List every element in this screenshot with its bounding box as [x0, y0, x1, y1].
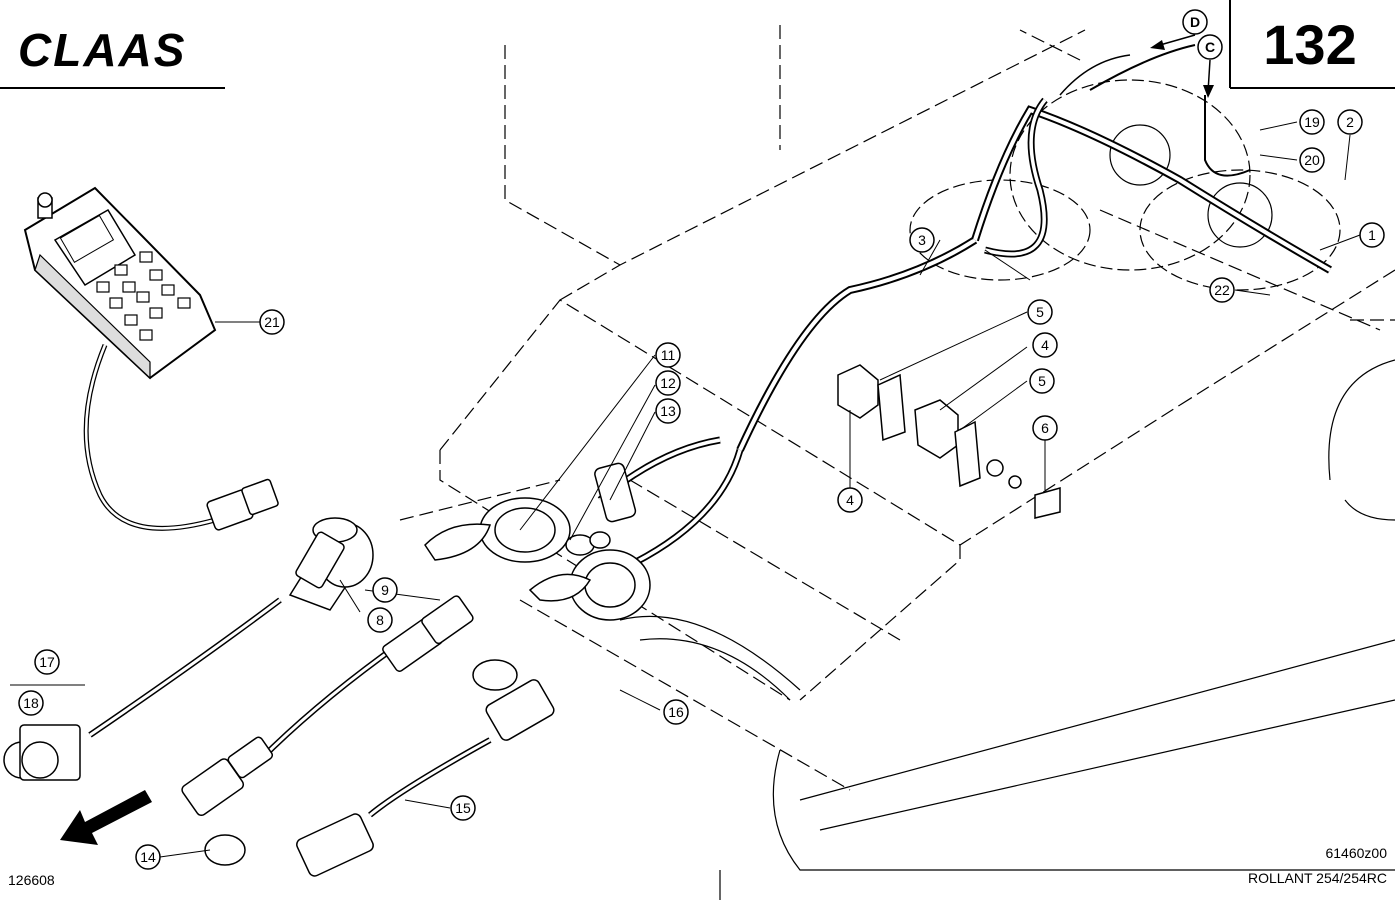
callout-12: 12 — [655, 370, 681, 396]
callout-label: 13 — [660, 403, 676, 419]
callout-label: 12 — [660, 375, 676, 391]
callout-label: 15 — [455, 800, 471, 816]
callout-5: 5 — [1029, 368, 1055, 394]
callout-21: 21 — [259, 309, 285, 335]
callout-5: 5 — [1027, 299, 1053, 325]
callout-3: 3 — [909, 227, 935, 253]
connection-letter-c: C — [1197, 34, 1223, 60]
machine-body — [619, 359, 1395, 900]
direction-arrow-icon — [60, 790, 152, 845]
callout-label: 3 — [918, 232, 926, 248]
callout-15: 15 — [450, 795, 476, 821]
callout-19: 19 — [1299, 109, 1325, 135]
terminal-unit-icon — [23, 186, 279, 531]
callout-label: 11 — [661, 347, 676, 363]
callout-6: 6 — [1032, 415, 1058, 441]
model-name: ROLLANT 254/254RC — [1247, 870, 1387, 886]
socket-connector — [288, 517, 374, 611]
callout-17: 17 — [34, 649, 60, 675]
wire-harness — [88, 44, 1332, 818]
rotor-outlines — [909, 79, 1341, 291]
brand-logo: CLAAS — [18, 24, 186, 76]
callout-label: 16 — [668, 704, 684, 720]
callout-16: 16 — [663, 699, 689, 725]
leader-lines — [10, 121, 1361, 858]
figure-code: 61460z00 — [1325, 845, 1387, 861]
callout-2: 2 — [1337, 109, 1363, 135]
callout-label: 18 — [23, 695, 39, 711]
callout-1: 1 — [1359, 222, 1385, 248]
callout-11: 11 — [655, 342, 681, 368]
callout-20: 20 — [1299, 147, 1325, 173]
callout-label: 9 — [381, 582, 389, 598]
callout-label: 19 — [1304, 114, 1320, 130]
callout-label: 5 — [1038, 373, 1046, 389]
callout-label: 5 — [1036, 304, 1044, 320]
svg-text:D: D — [1190, 14, 1200, 30]
callout-label: 8 — [376, 612, 384, 628]
plug-connectors — [3, 595, 555, 877]
rotor-hubs — [1109, 124, 1273, 248]
callout-label: 17 — [39, 654, 55, 670]
callout-8: 8 — [367, 607, 393, 633]
drawing-id: 126608 — [8, 872, 55, 888]
callout-18: 18 — [18, 690, 44, 716]
callout-label: 2 — [1346, 114, 1354, 130]
callout-label: 4 — [846, 492, 854, 508]
callout-13: 13 — [655, 398, 681, 424]
clamp-parts — [837, 364, 1061, 519]
callout-label: 6 — [1041, 420, 1049, 436]
callout-label: 1 — [1368, 227, 1376, 243]
callout-4: 4 — [837, 487, 863, 513]
callout-22: 22 — [1209, 277, 1235, 303]
machine-outline — [399, 25, 1395, 791]
callout-9: 9 — [372, 577, 398, 603]
connection-letter-d: D — [1182, 9, 1208, 35]
callout-label: 14 — [140, 849, 156, 865]
callout-label: 21 — [264, 314, 280, 330]
callout-label: 22 — [1214, 282, 1230, 298]
callout-4: 4 — [1032, 332, 1058, 358]
callout-label: 20 — [1304, 152, 1320, 168]
callout-14: 14 — [135, 844, 161, 870]
callout-label: 4 — [1041, 337, 1049, 353]
page-number: 132 — [1263, 13, 1357, 76]
connector-icon — [424, 462, 651, 621]
svg-text:C: C — [1205, 39, 1215, 55]
